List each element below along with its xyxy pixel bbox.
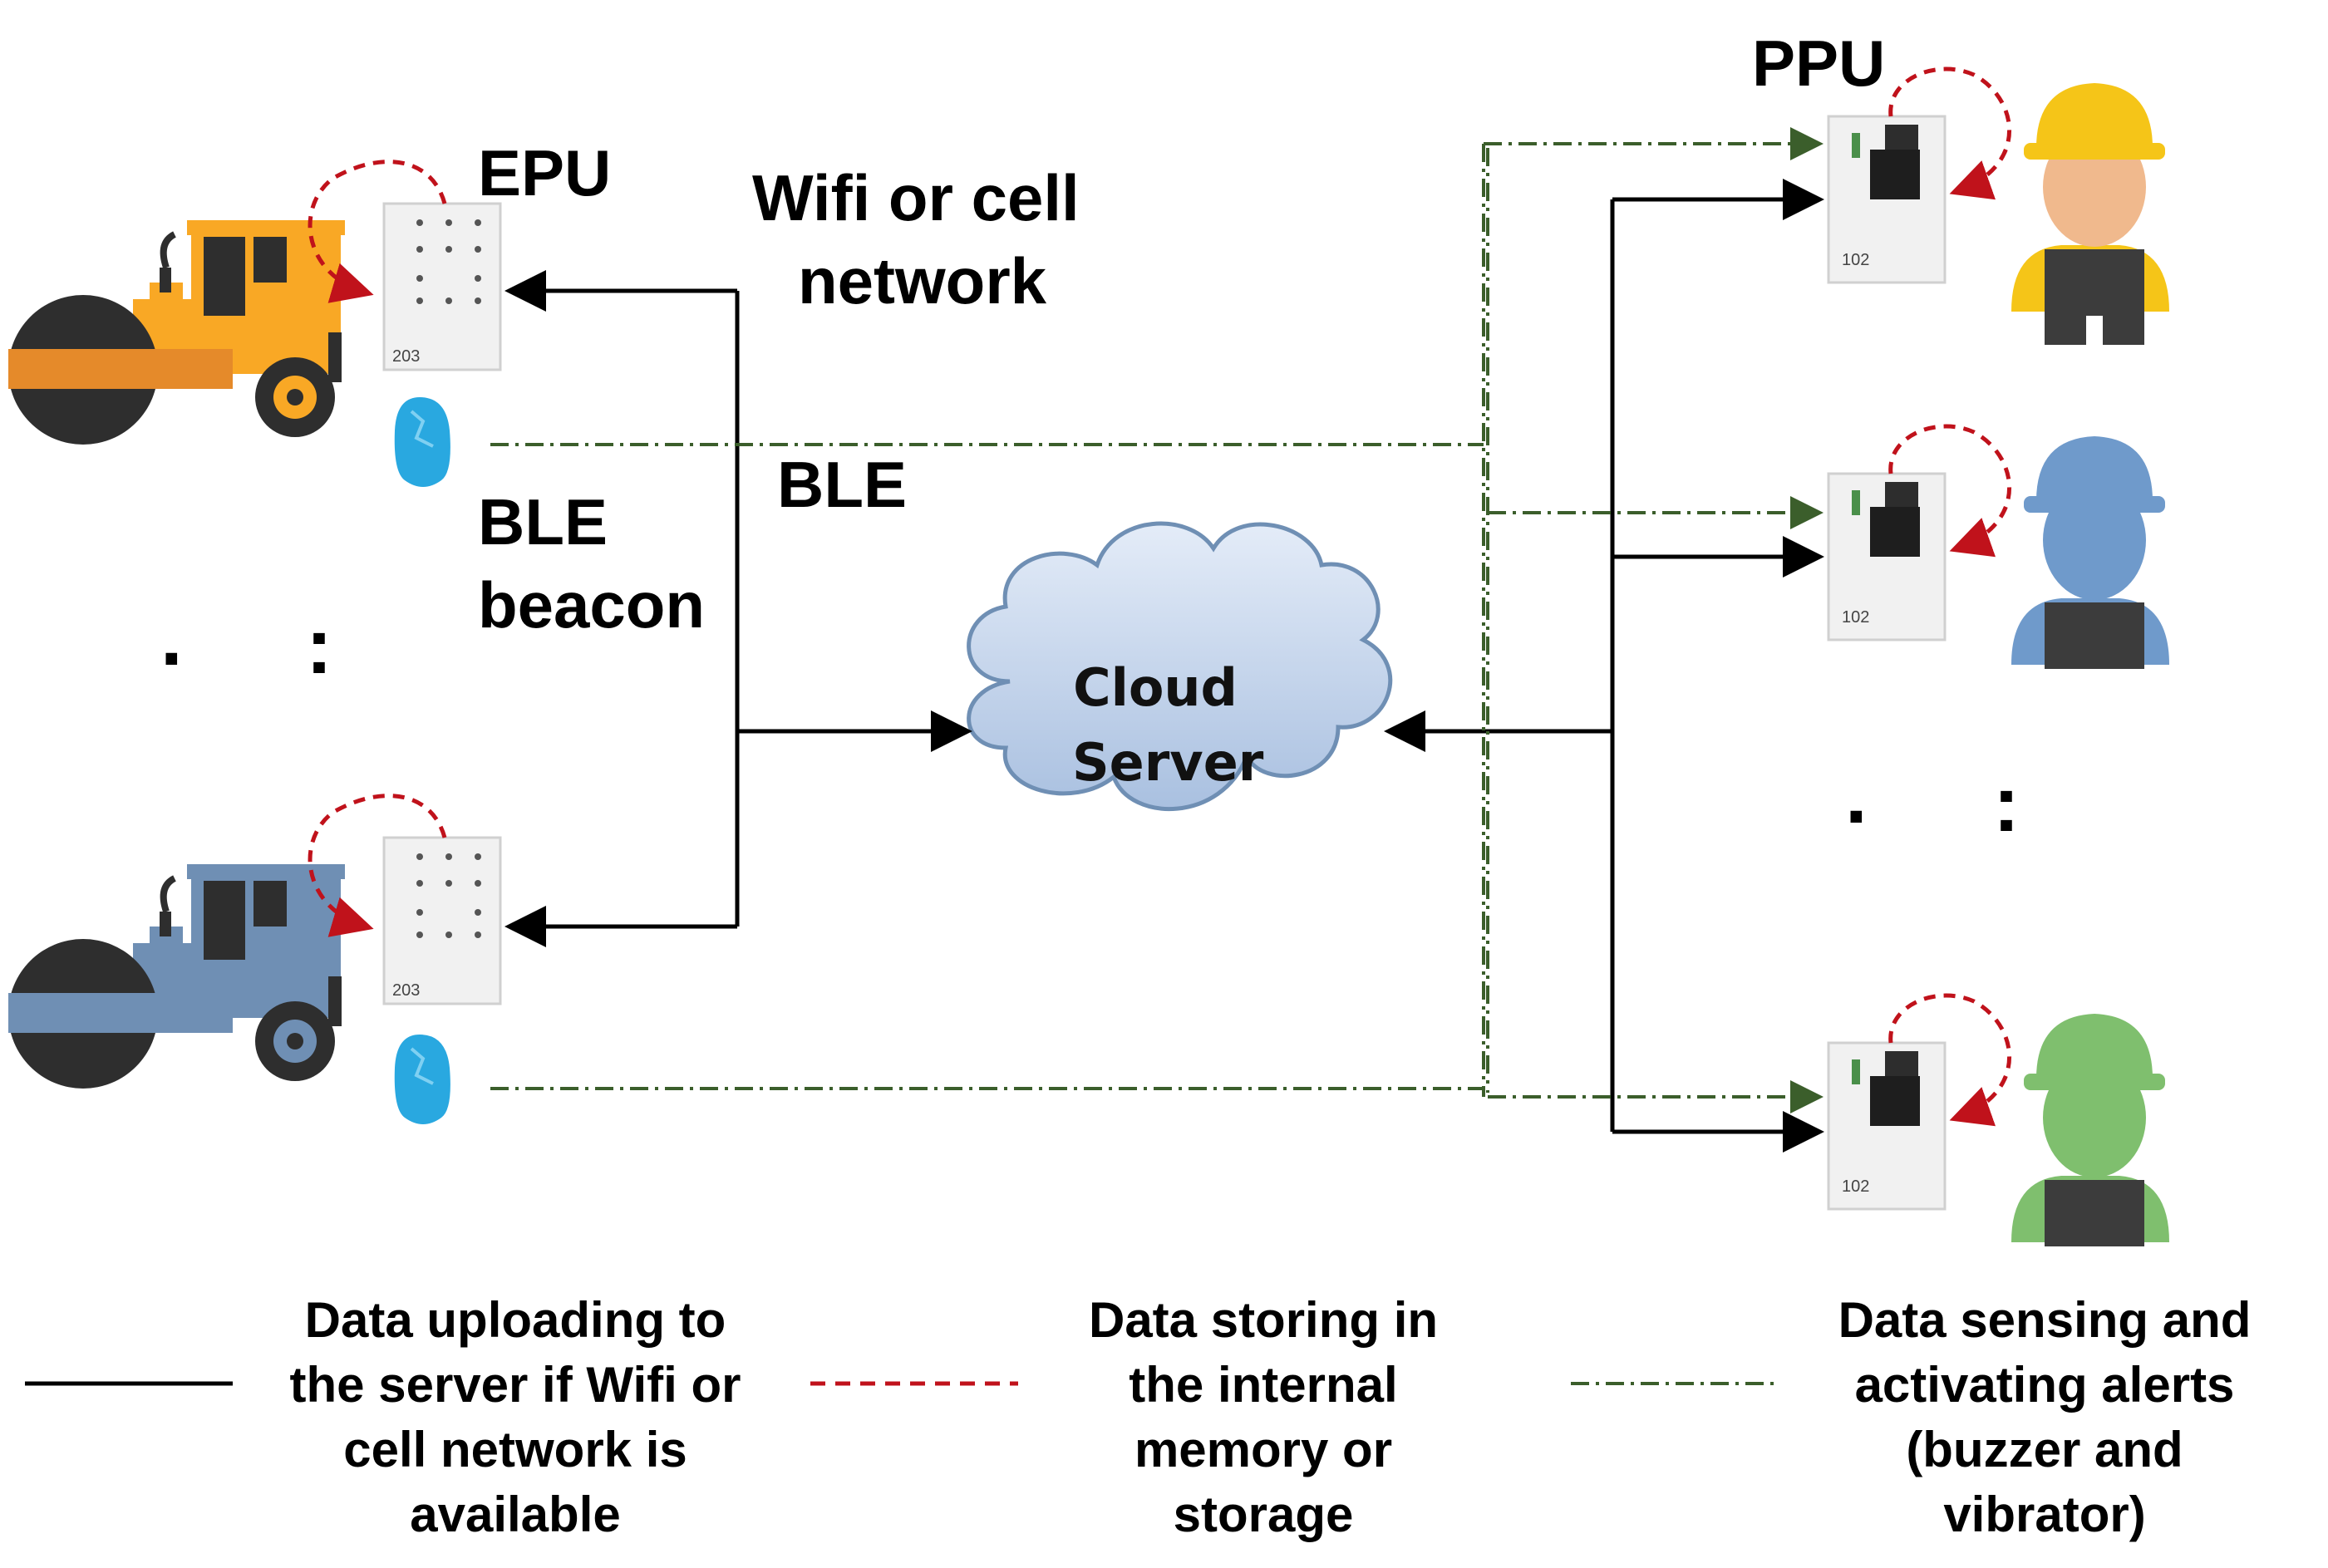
legend-dashdot-line-4: vibrator)	[1943, 1487, 2146, 1542]
storage-loops	[308, 66, 2011, 1127]
legend-dashed-line-2: the internal	[1129, 1357, 1398, 1413]
epu-label: EPU	[478, 136, 612, 209]
ppu-device-3	[1827, 1041, 1947, 1211]
cloud-server-shape	[967, 521, 1393, 812]
equipment-ellipsis-colon: :	[306, 602, 332, 691]
legend-dashed-line-1: Data storing in	[1088, 1292, 1439, 1348]
worker-3	[2011, 1014, 2169, 1246]
ppu-device-1-id: 102	[1842, 251, 1870, 269]
ble-beacon-label-line1: BLE	[478, 485, 608, 558]
epu-device-1	[382, 202, 502, 371]
legend-dashed-line-4: storage	[1173, 1487, 1354, 1542]
legend-dashdot-line-2: activating alerts	[1854, 1357, 2235, 1413]
equipment-roller-1	[8, 220, 345, 445]
legend-dashed-line-3: memory or	[1134, 1422, 1393, 1477]
legend-solid-line-3: cell network is	[343, 1422, 687, 1477]
wifi-label-line1: Wifi or cell	[752, 161, 1080, 234]
solid-connections	[504, 179, 1824, 1153]
equipment-ellipsis-dot: .	[160, 593, 183, 682]
cloud-server-label-line1: Cloud	[1073, 657, 1238, 718]
legend-solid-line-2: the server if Wifi or	[289, 1357, 741, 1413]
epu-device-2-id: 203	[392, 981, 421, 1000]
ble-beacon-2	[394, 1035, 450, 1124]
legend-solid-line-1: Data uploading to	[304, 1292, 726, 1348]
ble-beacon-1	[394, 397, 450, 487]
legend-solid-line-4: available	[410, 1487, 621, 1542]
worker-1	[2011, 83, 2169, 345]
ppu-device-1	[1827, 115, 1947, 284]
dashdot-connections	[490, 127, 1824, 1113]
legend-dashdot-text: Data sensing and activating alerts (buzz…	[1787, 1288, 2302, 1547]
equipment-roller-2	[8, 864, 345, 1089]
legend-dashdot-line-1: Data sensing and	[1838, 1292, 2252, 1348]
legend-solid-text: Data uploading to the server if Wifi or …	[249, 1288, 781, 1547]
worker-2	[2011, 436, 2169, 669]
legend-dashed-text: Data storing in the internal memory or s…	[1031, 1288, 1496, 1547]
epu-device-1-id: 203	[392, 347, 421, 366]
ppu-device-3-id: 102	[1842, 1177, 1870, 1196]
worker-ellipsis-colon: :	[1993, 759, 2020, 848]
cloud-server-label-line2: Server	[1072, 732, 1264, 793]
epu-device-2	[382, 836, 502, 1005]
ble-label: BLE	[777, 448, 907, 521]
legend-dashdot-line-3: (buzzer and	[1906, 1422, 2183, 1477]
ppu-label: PPU	[1752, 27, 1886, 100]
ble-beacon-label-line2: beacon	[478, 568, 706, 641]
worker-ellipsis-dot: .	[1845, 751, 1868, 840]
ppu-device-2	[1827, 472, 1947, 641]
ppu-device-2-id: 102	[1842, 608, 1870, 627]
wifi-label-line2: network	[798, 244, 1047, 317]
